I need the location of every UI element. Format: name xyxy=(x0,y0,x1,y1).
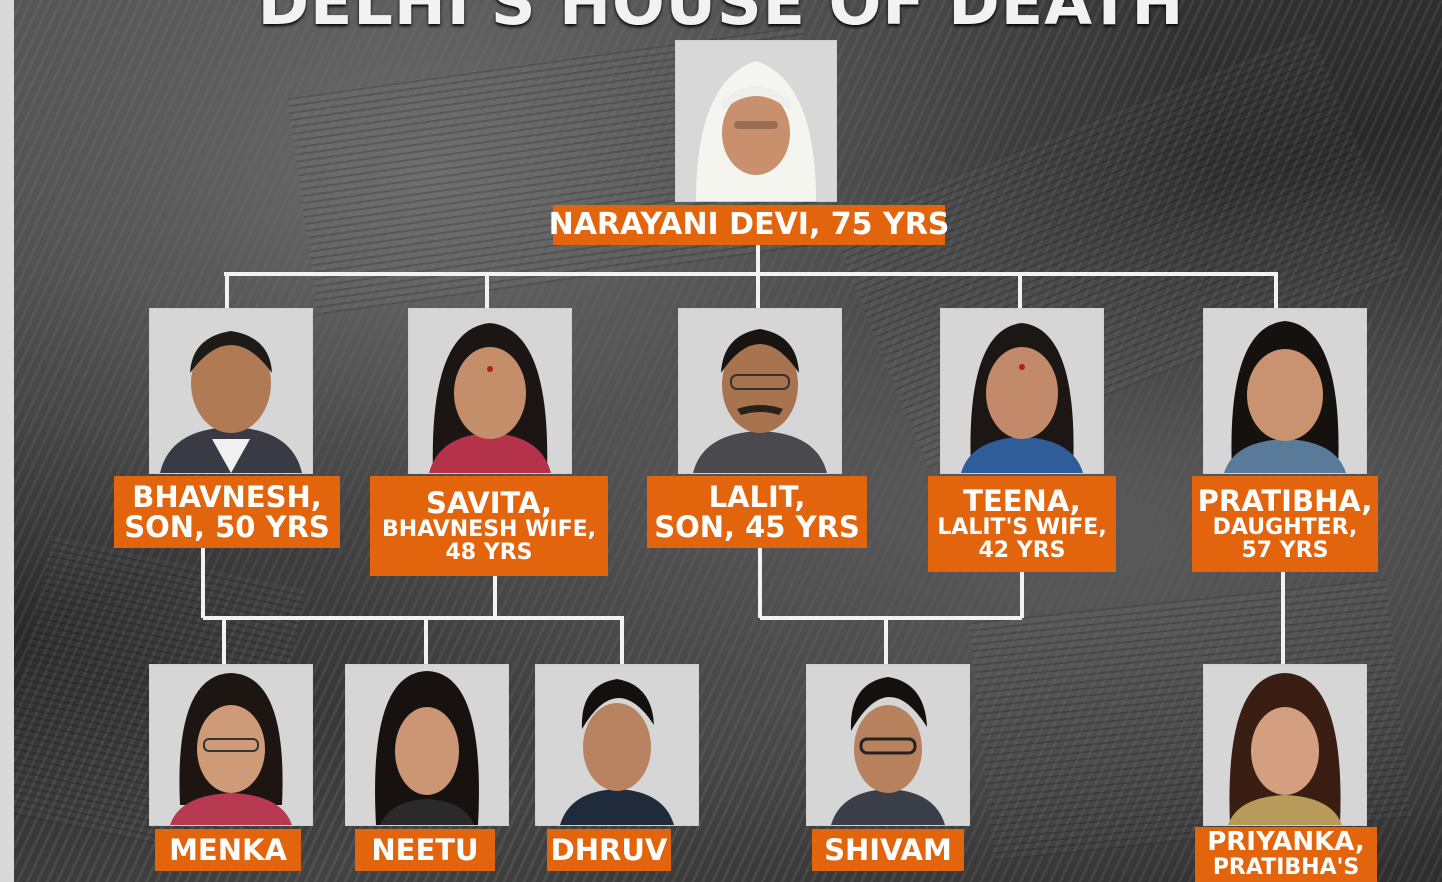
lalit-teena-connectors xyxy=(758,548,1024,664)
photo-teena xyxy=(940,308,1104,474)
label-line: LALIT, xyxy=(708,479,806,514)
label-neetu: NEETU xyxy=(355,829,495,871)
label-line: 42 YRS xyxy=(978,538,1066,564)
label-priyanka: PRIYANKA, PRATIBHA'S xyxy=(1195,827,1377,882)
label-bhavnesh: BHAVNESH, SON, 50 YRS xyxy=(114,476,340,548)
label-text: NARAYANI DEVI, 75 YRS xyxy=(548,207,950,243)
label-savita: SAVITA, BHAVNESH WIFE, 48 YRS xyxy=(370,476,608,576)
label-line: PRATIBHA, xyxy=(1197,483,1373,518)
label-line: PRATIBHA'S xyxy=(1212,855,1360,881)
label-line: BHAVNESH, xyxy=(132,479,322,514)
label-teena: TEENA, LALIT'S WIFE, 42 YRS xyxy=(928,476,1116,572)
photo-savita xyxy=(408,308,572,474)
photo-dhruv xyxy=(535,664,699,826)
label-line: NEETU xyxy=(371,832,479,867)
photo-priyanka xyxy=(1203,664,1367,826)
photo-pratibha xyxy=(1203,308,1367,474)
label-line: DHRUV xyxy=(550,832,668,867)
label-line: SHIVAM xyxy=(824,832,952,867)
label-line: 48 YRS xyxy=(445,540,533,566)
label-line: DAUGHTER, xyxy=(1212,515,1358,541)
label-line: SON, 50 YRS xyxy=(124,510,330,544)
photo-shivam xyxy=(806,664,970,826)
photo-lalit xyxy=(678,308,842,474)
frame-edge xyxy=(0,0,14,882)
bhavnesh-savita-connectors xyxy=(201,548,624,664)
headline: DELHI'S HOUSE OF DEATH xyxy=(257,0,1185,39)
label-line: 57 YRS xyxy=(1241,538,1329,564)
label-narayani-devi: NARAYANI DEVI, 75 YRS xyxy=(549,205,949,245)
photo-neetu xyxy=(345,664,509,826)
label-pratibha: PRATIBHA, DAUGHTER, 57 YRS xyxy=(1192,476,1378,572)
label-lalit: LALIT, SON, 45 YRS xyxy=(647,476,867,548)
label-dhruv: DHRUV xyxy=(547,829,671,871)
label-line: MENKA xyxy=(169,832,287,867)
root-connectors xyxy=(224,245,1278,308)
label-line: SON, 45 YRS xyxy=(654,510,860,544)
label-line: PRIYANKA, xyxy=(1207,827,1365,857)
photo-menka xyxy=(149,664,313,826)
label-line: LALIT'S WIFE, xyxy=(937,515,1107,541)
label-shivam: SHIVAM xyxy=(812,829,964,871)
label-line: TEENA, xyxy=(963,483,1081,518)
photo-bhavnesh xyxy=(149,308,313,474)
label-line: SAVITA, xyxy=(425,485,553,520)
label-menka: MENKA xyxy=(155,829,301,871)
photo-narayani-devi xyxy=(675,40,837,202)
label-line: BHAVNESH WIFE, xyxy=(382,517,596,543)
